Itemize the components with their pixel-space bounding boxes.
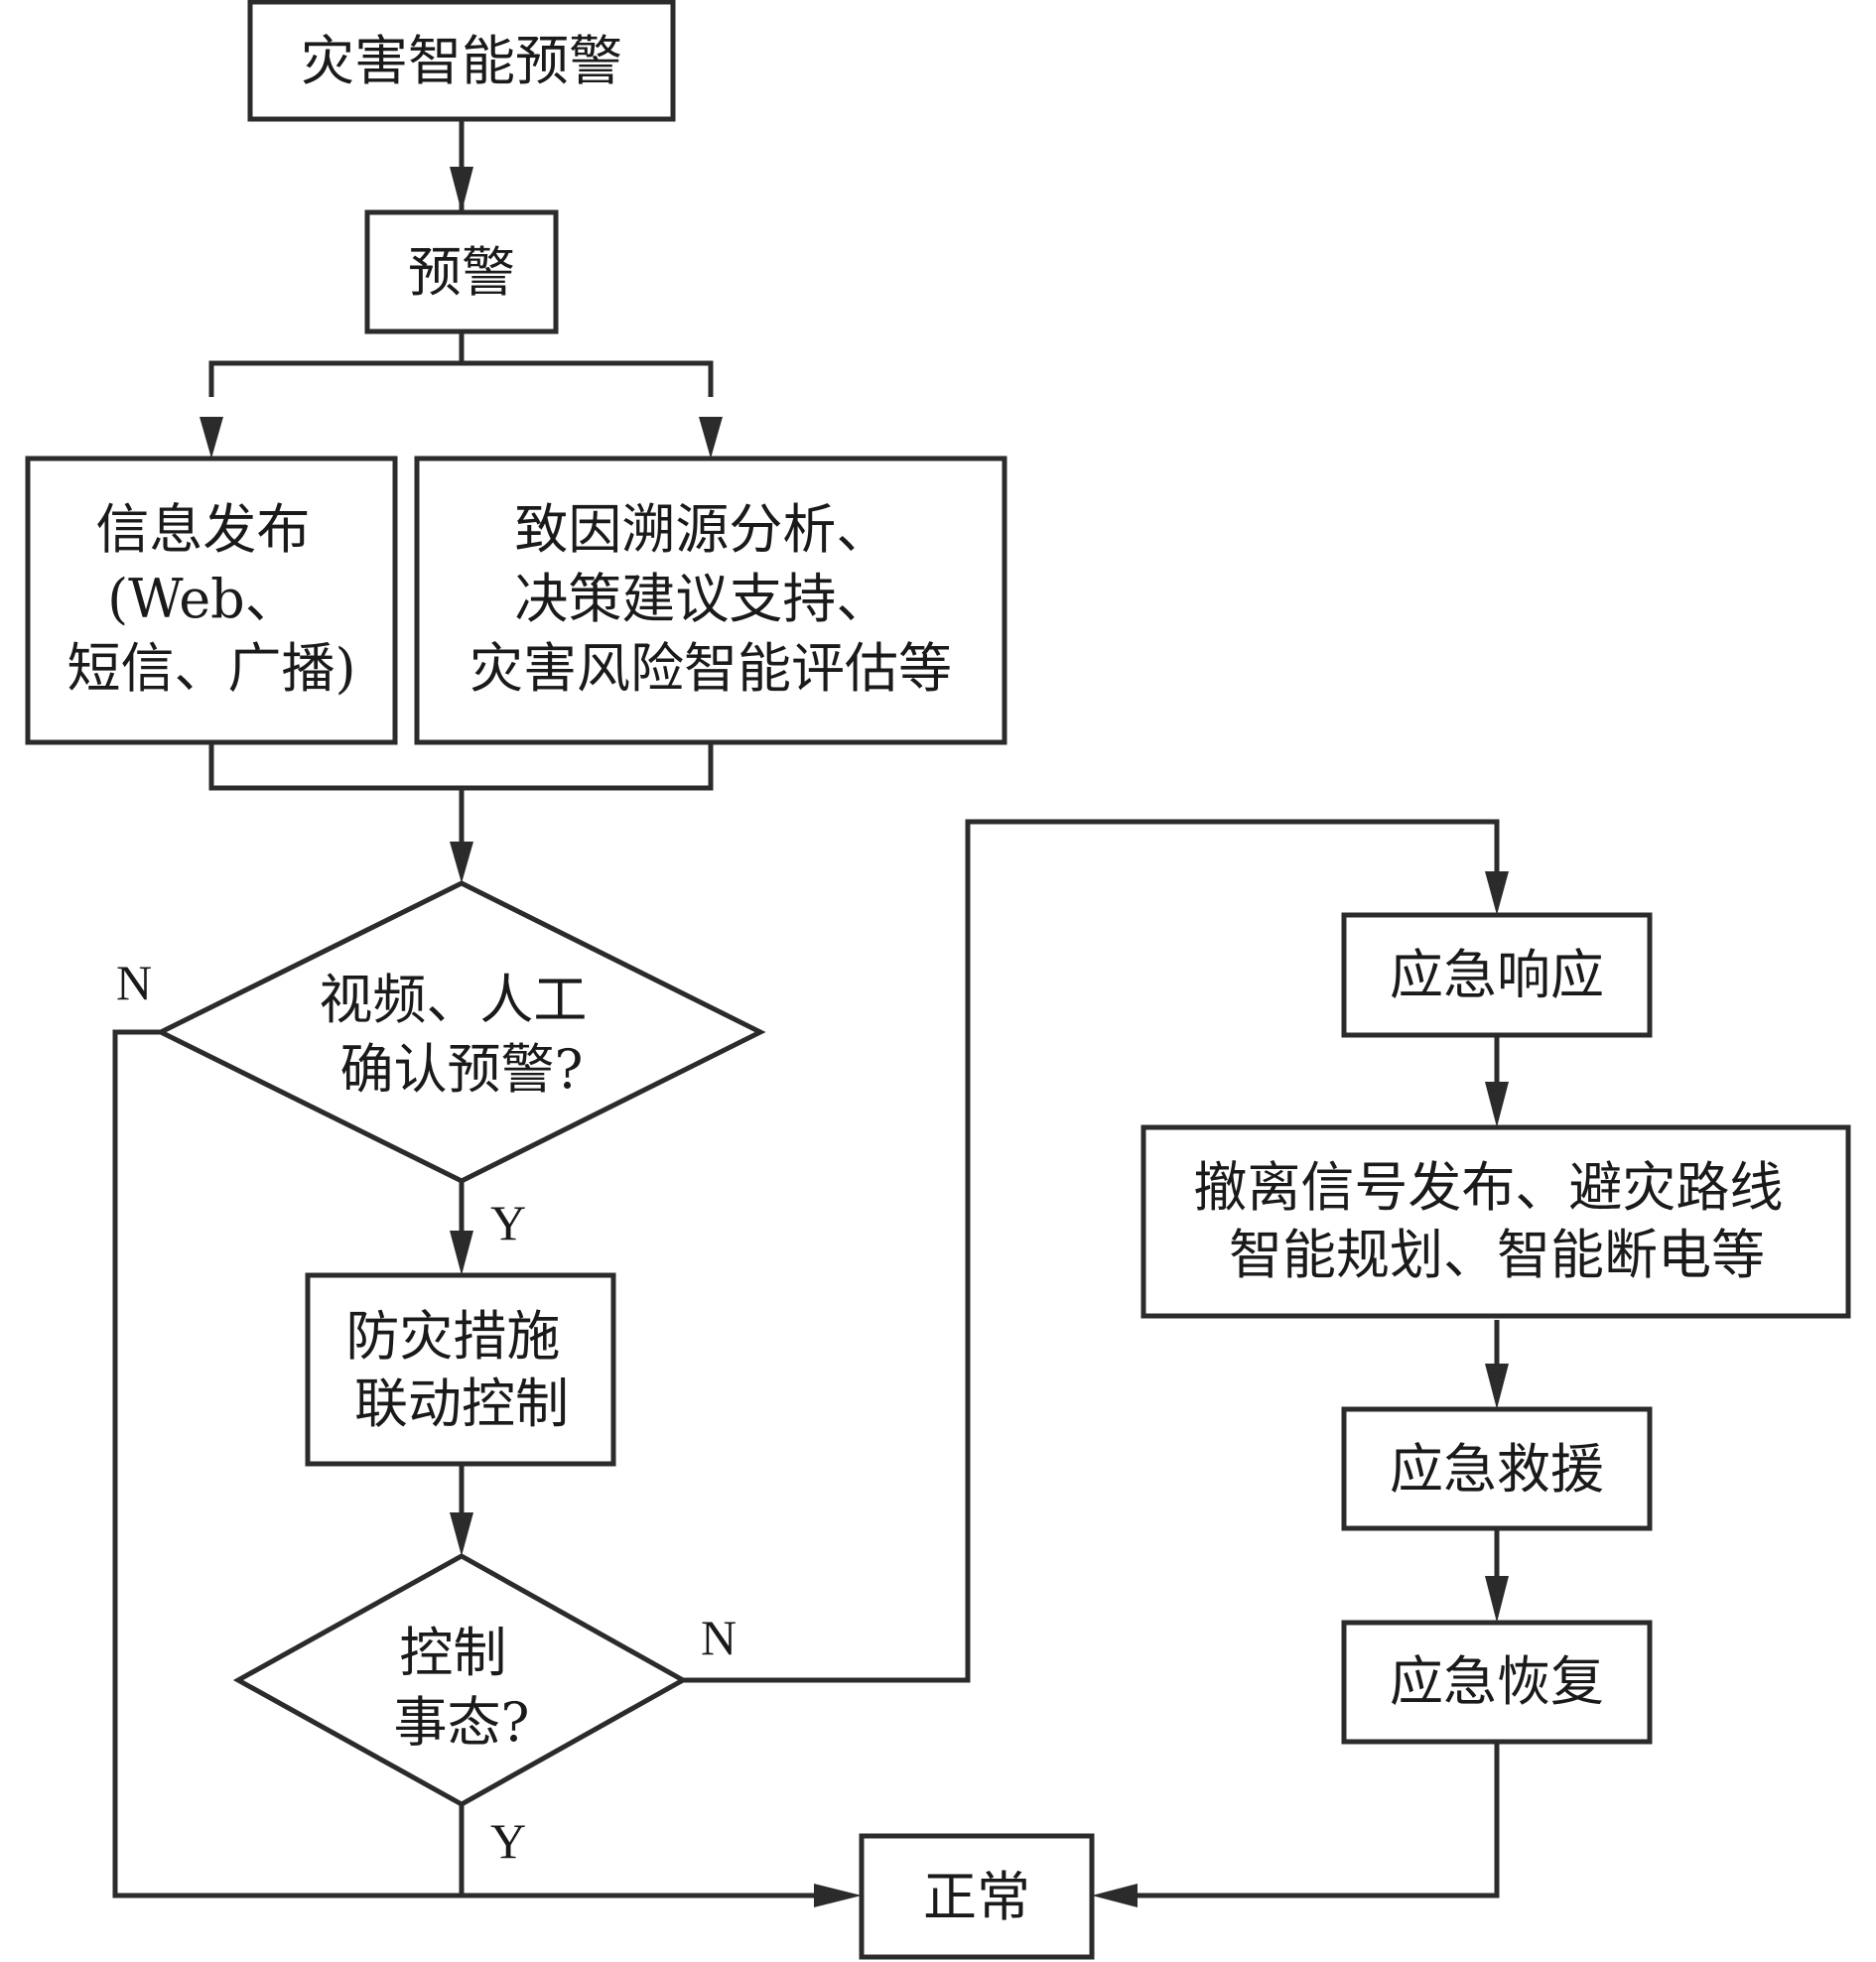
node-evacuation-label: 撤离信号发布、避灾路线 智能规划、智能断电等 <box>1193 1156 1800 1286</box>
edge-merge-bar <box>208 742 714 791</box>
node-evacuation <box>1140 1124 1851 1319</box>
arrowhead <box>200 417 223 458</box>
node-warning <box>364 209 559 334</box>
node-recovery-label: 应急恢复 <box>1390 1650 1604 1713</box>
node-emergency-response-label: 应急响应 <box>1390 944 1604 1006</box>
node-emergency-response <box>1341 912 1653 1038</box>
node-disaster-warning-label: 灾害智能预警 <box>301 30 622 92</box>
edge-control-no <box>683 819 1500 1683</box>
arrowhead <box>1485 1576 1509 1623</box>
edge-label-confirm-no: N <box>116 955 152 1010</box>
node-disaster-warning <box>247 0 676 122</box>
arrowhead <box>450 842 473 883</box>
arrowhead <box>1485 1082 1509 1127</box>
edge-label-confirm-yes: Y <box>490 1195 526 1250</box>
node-linkage-control <box>305 1272 616 1467</box>
node-cause-analysis <box>414 456 1007 745</box>
node-info-release <box>25 456 398 745</box>
node-warning-label: 预警 <box>408 241 515 304</box>
arrowhead <box>450 1231 473 1275</box>
node-rescue-label: 应急救援 <box>1390 1438 1604 1501</box>
node-normal-label: 正常 <box>923 1866 1030 1928</box>
arrowhead <box>1092 1884 1138 1907</box>
edge-label-control-yes: Y <box>490 1813 526 1869</box>
arrowhead <box>1485 1364 1509 1409</box>
edge-warning-split-right <box>462 360 714 397</box>
node-rescue <box>1341 1406 1653 1531</box>
node-control-decision-label: 控制 事态? <box>394 1622 530 1754</box>
node-control-decision <box>232 1553 689 1807</box>
node-recovery <box>1341 1620 1653 1745</box>
node-confirm-decision <box>155 880 766 1184</box>
edge-recovery-to-normal <box>1114 1742 1500 1898</box>
node-normal <box>859 1833 1095 1960</box>
arrowhead <box>814 1884 862 1907</box>
node-linkage-control-label: 防灾措施 联动控制 <box>345 1305 577 1435</box>
arrowhead <box>1485 871 1509 915</box>
arrowhead <box>699 417 723 458</box>
edge-label-control-no: N <box>701 1610 737 1665</box>
arrowhead <box>450 167 473 212</box>
arrowhead <box>450 1512 473 1556</box>
node-cause-analysis-label: 致因溯源分析、 决策建议支持、 灾害风险智能评估等 <box>469 498 952 700</box>
node-confirm-decision-label: 视频、人工 确认预警? <box>319 969 603 1101</box>
edge-warning-split <box>208 331 465 397</box>
node-info-release-label: 信息发布 (Web、 短信、广播) <box>67 498 355 700</box>
edge-confirm-no <box>112 1029 832 1898</box>
